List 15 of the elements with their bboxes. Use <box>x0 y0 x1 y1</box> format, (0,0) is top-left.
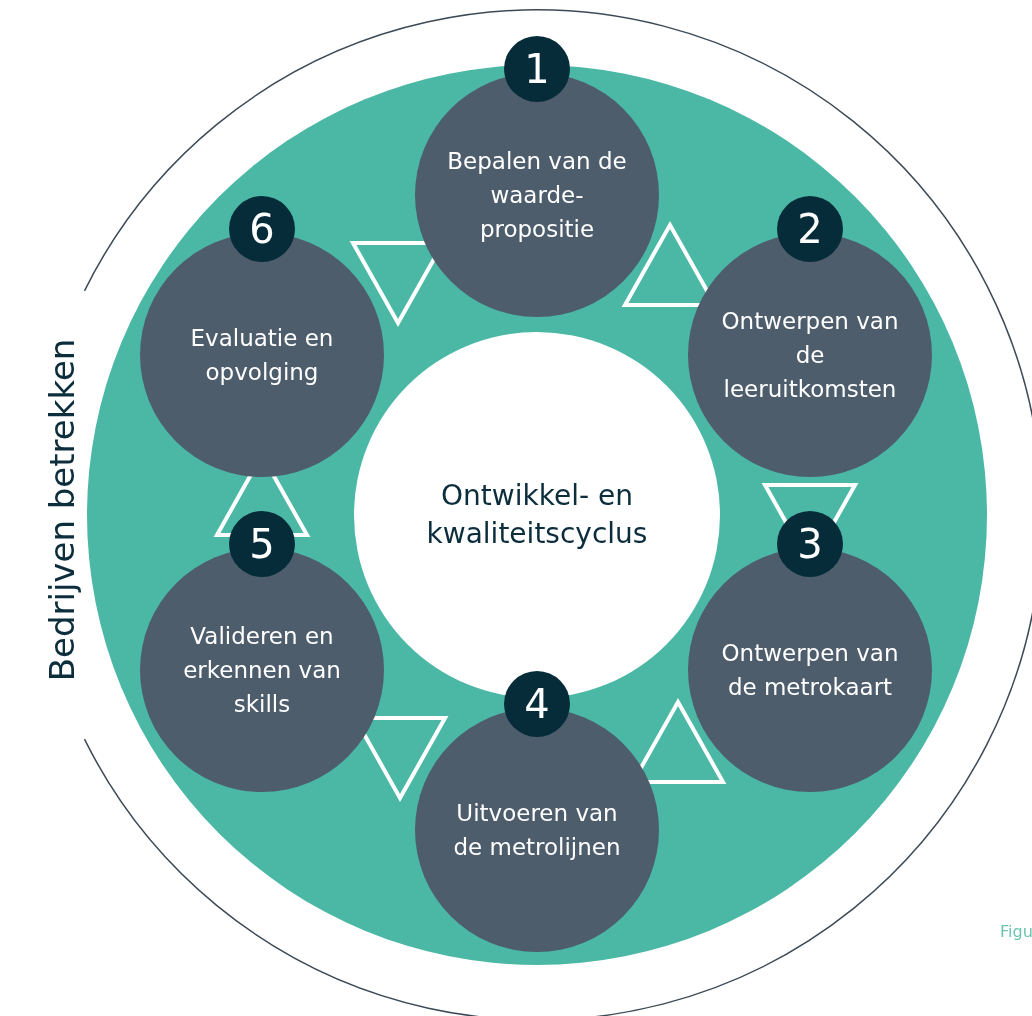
step-label: Bepalen van de waarde-propositie <box>446 147 628 244</box>
step-label: Evaluatie en opvolging <box>189 324 335 387</box>
cycle-title: Ontwikkel- en kwaliteitscyclus <box>425 478 649 552</box>
figure-caption: Figu <box>1000 922 1032 941</box>
step-label: Uitvoeren van de metrolijnen <box>452 799 622 862</box>
step-number-badge: 3 <box>777 511 843 577</box>
step-number-badge: 2 <box>777 196 843 262</box>
step-number-badge: 1 <box>504 36 570 102</box>
ring-label: Bedrijven betrekken <box>41 338 82 682</box>
step-label: Ontwerpen van de leeruitkomsten <box>720 307 900 404</box>
step-label: Valideren en erkennen van skills <box>182 622 342 719</box>
step-label: Ontwerpen van de metrokaart <box>720 639 900 702</box>
step-number-badge: 5 <box>229 511 295 577</box>
step-number-badge: 6 <box>229 196 295 262</box>
step-number-badge: 4 <box>504 671 570 737</box>
